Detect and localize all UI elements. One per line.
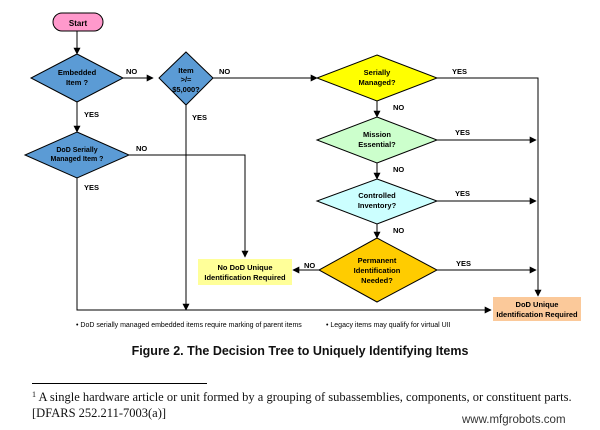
mission-essential-decision: Mission Essential?	[315, 116, 439, 164]
dod-serially-label-1: DoD Serially	[56, 147, 97, 154]
note-legacy-items: • Legacy items may qualify for virtual U…	[326, 322, 451, 329]
footnote-rule	[32, 383, 207, 384]
permanent-label-1: Permanent	[358, 256, 397, 265]
mission-label-1: Mission	[363, 130, 391, 139]
embedded-label-1: Embedded	[58, 68, 97, 77]
embedded-no-label: NO	[126, 67, 137, 76]
footnote: 1 A single hardware article or unit form…	[32, 389, 572, 421]
no-uid-required-box: No DoD Unique Identification Required	[198, 259, 292, 285]
edge-dod-serially-no	[129, 154, 249, 258]
permanent-no-label: NO	[304, 261, 315, 270]
no-uid-label-1: No DoD Unique	[218, 263, 273, 272]
decision-tree-diagram: Start Embedded Item ? Item >/= $5,000? D…	[23, 12, 581, 329]
mission-label-2: Essential?	[358, 140, 396, 149]
controlled-yes-label: YES	[455, 189, 470, 198]
dod-serially-label-2: Managed Item ?	[51, 156, 104, 163]
note-embedded-items: • DoD serially managed embedded items re…	[76, 322, 302, 329]
footnote-text: A single hardware article or unit formed…	[32, 390, 572, 420]
controlled-label-2: Inventory?	[358, 201, 397, 210]
dod-serially-no-label: NO	[136, 144, 147, 153]
item5000-label-1: Item	[178, 66, 194, 75]
permanent-yes-label: YES	[456, 259, 471, 268]
figure-caption: Figure 2. The Decision Tree to Uniquely …	[131, 344, 469, 358]
serially-yes-label: YES	[452, 67, 467, 76]
permanent-identification-decision: Permanent Identification Needed?	[317, 237, 439, 303]
watermark: www.mfgrobots.com	[462, 414, 566, 426]
controlled-no-label: NO	[393, 226, 404, 235]
embedded-item-decision: Embedded Item ?	[29, 53, 125, 103]
uid-required-box: DoD Unique Identification Required	[493, 297, 581, 321]
dod-serially-yes-label: YES	[84, 183, 99, 192]
start-node: Start	[52, 12, 104, 32]
edge-serially-yes	[437, 77, 542, 297]
uid-required-label-2: Identification Required	[496, 310, 578, 319]
mission-no-label: NO	[393, 165, 404, 174]
item-5000-decision: Item >/= $5,000?	[158, 51, 214, 106]
serially-managed-decision: Serially Managed?	[315, 54, 439, 102]
no-uid-label-2: Identification Required	[204, 273, 286, 282]
item5000-yes-label: YES	[192, 113, 207, 122]
embedded-yes-label: YES	[84, 110, 99, 119]
permanent-label-3: Needed?	[361, 276, 393, 285]
embedded-label-2: Item ?	[66, 78, 89, 87]
item5000-no-label: NO	[219, 67, 230, 76]
mission-yes-label: YES	[455, 128, 470, 137]
footnote-marker: 1	[32, 390, 36, 399]
serially-no-label: NO	[393, 103, 404, 112]
edge-dod-serially-yes	[76, 178, 492, 314]
start-label: Start	[69, 19, 88, 28]
controlled-inventory-decision: Controlled Inventory?	[315, 178, 439, 225]
serially-label-1: Serially	[364, 68, 392, 77]
controlled-label-1: Controlled	[358, 191, 396, 200]
item5000-label-2: >/=	[181, 75, 192, 84]
dod-serially-managed-decision: DoD Serially Managed Item ?	[23, 131, 131, 179]
permanent-label-2: Identification	[354, 266, 401, 275]
uid-required-label-1: DoD Unique	[516, 300, 559, 309]
item5000-label-3: $5,000?	[172, 85, 200, 94]
serially-label-2: Managed?	[358, 78, 396, 87]
